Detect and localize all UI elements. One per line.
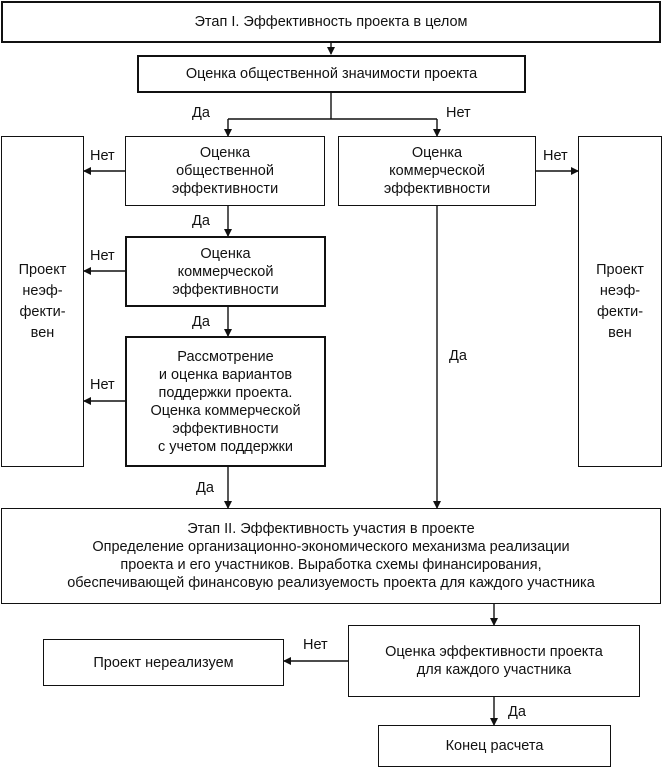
- label-no-left-2: Нет: [90, 248, 115, 264]
- inefficient-left-text: Проект неэф- фекти- вен: [18, 261, 67, 341]
- support-review-box: Рассмотрение и оценка вариантов поддержк…: [125, 336, 326, 467]
- stage2-text: Этап II. Эффективность участия в проекте…: [67, 521, 595, 591]
- label-yes-participant: Да: [508, 704, 526, 720]
- label-no-participant: Нет: [303, 637, 328, 653]
- stage1-title-box: Этап I. Эффективность проекта в целом: [1, 1, 661, 43]
- commercial-efficiency-left-box: Оценка коммерческой эффективности: [125, 236, 326, 307]
- unrealizable-box: Проект нереализуем: [43, 639, 284, 686]
- inefficient-right-text: Проект неэф- фекти- вен: [596, 261, 644, 341]
- label-no-left-3: Нет: [90, 377, 115, 393]
- participant-efficiency-text: Оценка эффективности проекта для каждого…: [385, 644, 603, 678]
- commercial-efficiency-left-text: Оценка коммерческой эффективности: [172, 245, 279, 298]
- label-yes-1: Да: [192, 213, 210, 229]
- inefficient-left-box: Проект неэф- фекти- вен: [1, 136, 84, 467]
- social-efficiency-text: Оценка общественной эффективности: [171, 145, 279, 197]
- support-review-text: Рассмотрение и оценка вариантов поддержк…: [150, 348, 301, 455]
- social-significance-text: Оценка общественной значимости проекта: [185, 66, 478, 82]
- label-no-social: Нет: [446, 105, 471, 121]
- label-yes-social: Да: [192, 105, 210, 121]
- label-yes-right: Да: [449, 348, 467, 364]
- label-no-left-1: Нет: [90, 148, 115, 164]
- stage2-box: Этап II. Эффективность участия в проекте…: [1, 508, 661, 604]
- inefficient-right-box: Проект неэф- фекти- вен: [578, 136, 662, 467]
- label-yes-3: Да: [196, 480, 214, 496]
- unrealizable-text: Проект нереализуем: [93, 654, 234, 671]
- social-significance-box: Оценка общественной значимости проекта: [137, 55, 526, 93]
- commercial-efficiency-right-text: Оценка коммерческой эффективности: [383, 145, 491, 197]
- participant-efficiency-box: Оценка эффективности проекта для каждого…: [348, 625, 640, 697]
- end-text: Конец расчета: [445, 738, 544, 754]
- label-no-right: Нет: [543, 148, 568, 164]
- stage1-title-text: Этап I. Эффективность проекта в целом: [194, 14, 468, 30]
- commercial-efficiency-right-box: Оценка коммерческой эффективности: [338, 136, 536, 206]
- label-yes-2: Да: [192, 314, 210, 330]
- social-efficiency-box: Оценка общественной эффективности: [125, 136, 325, 206]
- end-box: Конец расчета: [378, 725, 611, 767]
